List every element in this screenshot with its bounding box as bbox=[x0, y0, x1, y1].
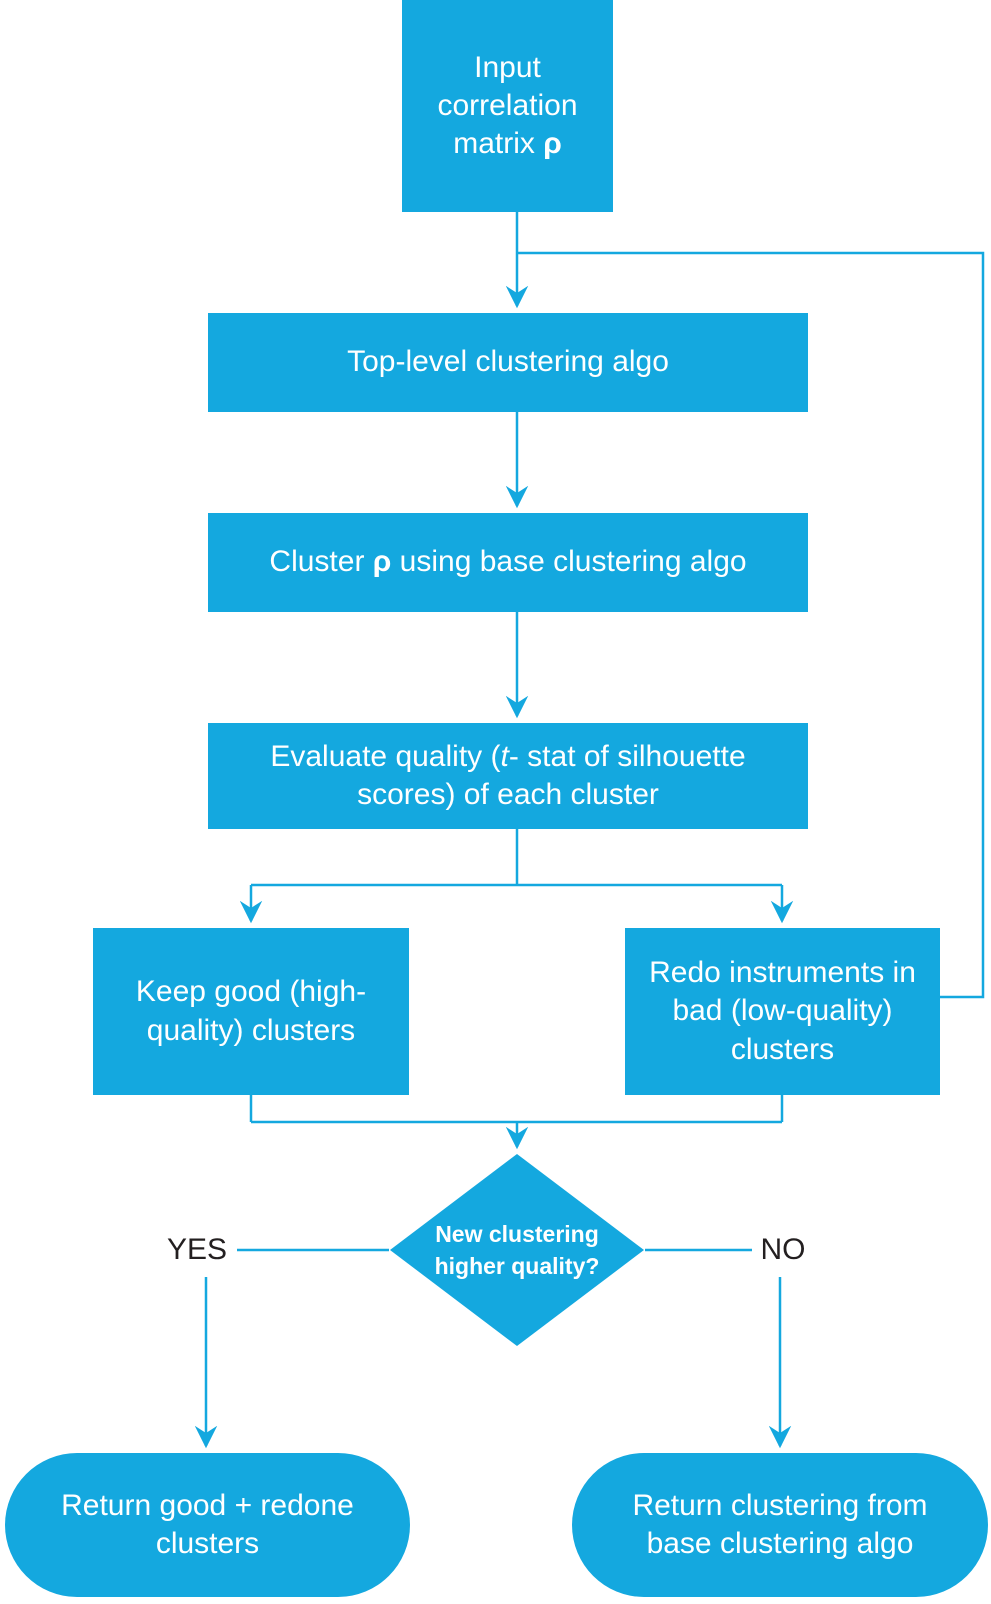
node-text-line: quality) clusters bbox=[146, 1013, 356, 1047]
node-text: New clustering higher quality? bbox=[435, 1218, 600, 1282]
node-evaluate-quality: Evaluate quality (t- stat of silhouette … bbox=[208, 723, 808, 829]
node-text: Redo instruments in bad (low-quality) cl… bbox=[649, 954, 916, 1068]
rho-symbol: ρ bbox=[543, 127, 562, 161]
node-text-line: bad (low-quality) bbox=[672, 994, 893, 1028]
node-top-level-clustering: Top-level clustering algo bbox=[208, 313, 808, 412]
node-text: Top-level clustering algo bbox=[347, 345, 669, 379]
yes-label: YES bbox=[166, 1233, 228, 1266]
node-text: Keep good (high- quality) clusters bbox=[136, 973, 366, 1049]
node-text-line: scores) of each cluster bbox=[357, 778, 659, 811]
node-text-line: correlation bbox=[437, 88, 578, 122]
node-text-segment: Evaluate quality ( bbox=[270, 739, 501, 773]
node-text-line: Keep good (high- bbox=[135, 975, 367, 1009]
node-text-line: clusters bbox=[730, 1032, 835, 1066]
t-stat-symbol: t bbox=[500, 739, 509, 773]
node-input-correlation-matrix: Input correlation matrix ρ bbox=[402, 0, 613, 212]
node-decision-new-clustering: New clustering higher quality? bbox=[392, 1190, 642, 1310]
node-text-line: clusters bbox=[155, 1527, 260, 1560]
node-text-line: Evaluate quality (t- stat of silhouette bbox=[270, 738, 745, 776]
node-text-segment: matrix bbox=[453, 127, 544, 161]
node-text-line: Redo instruments in bbox=[649, 956, 916, 990]
node-text-line: Return good + redone bbox=[61, 1488, 354, 1522]
node-text: Return good + redone clusters bbox=[61, 1487, 354, 1563]
node-text: Cluster ρ using base clustering algo bbox=[269, 543, 746, 581]
node-text-line: Input bbox=[474, 50, 541, 84]
node-redo-instruments: Redo instruments in bad (low-quality) cl… bbox=[625, 928, 940, 1095]
node-text-line: Return clustering from bbox=[632, 1488, 928, 1522]
node-return-base-clustering: Return clustering from base clustering a… bbox=[572, 1453, 988, 1597]
node-keep-good-clusters: Keep good (high- quality) clusters bbox=[93, 928, 409, 1095]
node-text-line: base clustering algo bbox=[646, 1527, 914, 1560]
node-text-segment: - stat of silhouette bbox=[508, 739, 746, 773]
node-text-line: higher quality? bbox=[434, 1253, 600, 1279]
node-text: Return clustering from base clustering a… bbox=[632, 1487, 927, 1563]
node-text-segment: Cluster bbox=[269, 545, 373, 579]
node-text: Input correlation matrix ρ bbox=[437, 49, 577, 163]
no-label: NO bbox=[760, 1233, 806, 1266]
node-text: Evaluate quality (t- stat of silhouette … bbox=[270, 738, 745, 814]
node-return-good-redone: Return good + redone clusters bbox=[5, 1453, 410, 1597]
node-text-line: New clustering bbox=[435, 1220, 599, 1247]
node-text-line: matrix ρ bbox=[437, 125, 577, 163]
node-cluster-with-base-algo: Cluster ρ using base clustering algo bbox=[208, 513, 808, 612]
rho-symbol: ρ bbox=[372, 545, 392, 579]
node-text-segment: using base clustering algo bbox=[391, 545, 747, 579]
